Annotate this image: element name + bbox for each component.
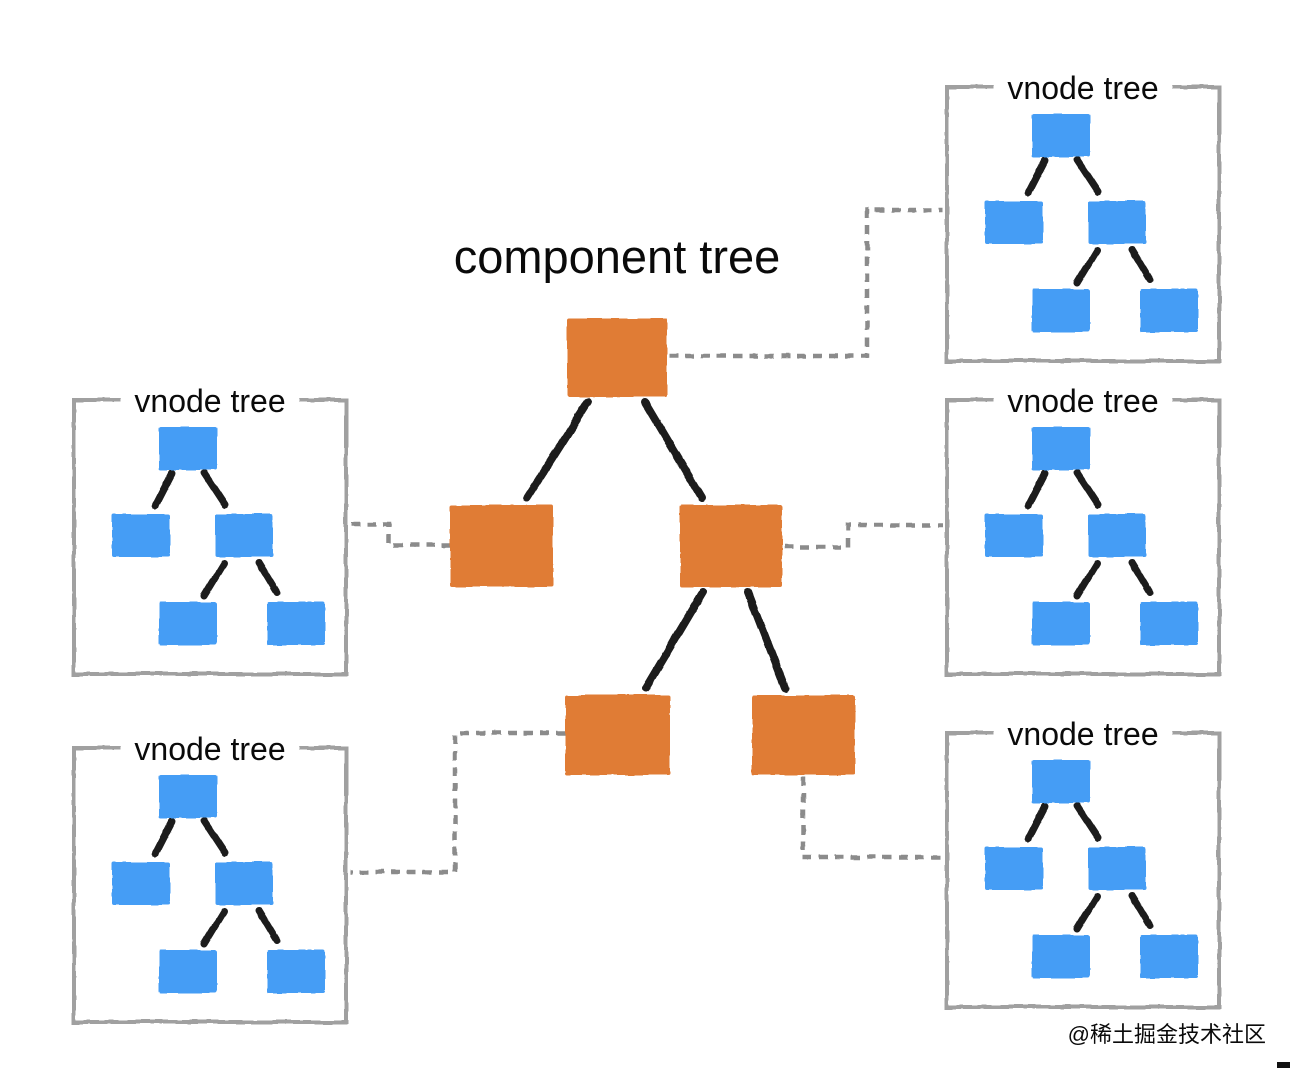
vnode-box-title: vnode tree (134, 383, 285, 419)
component-tree-edge (641, 398, 706, 502)
vnode-tree-instance (74, 381, 346, 674)
vnode-box-title: vnode tree (134, 731, 285, 767)
watermark: @稀土掘金技术社区 (1068, 1022, 1266, 1047)
vnode-tree-instance (74, 729, 346, 1022)
vnode-box-middle-right: vnode tree (947, 381, 1219, 674)
vnode-box-top-right: vnode tree (947, 68, 1219, 361)
component-node-grandchild-left (565, 695, 670, 775)
component-node-grandchild-right (752, 695, 855, 775)
connector-left-child-to-middle-left-vnode (349, 521, 451, 548)
connector-right-child-to-middle-right-vnode (784, 522, 943, 550)
vnode-box-bottom-left: vnode tree (74, 729, 346, 1022)
connector-layer (349, 207, 943, 875)
vnode-tree-instance (947, 714, 1219, 1007)
vnode-tree-instance (947, 381, 1219, 674)
component-tree-edge (744, 588, 789, 692)
component-tree-edge (523, 398, 592, 502)
component-tree-nodes (450, 318, 855, 775)
vnode-tree-instance (947, 68, 1219, 361)
component-node-root (567, 318, 667, 397)
connector-grandchild-right-to-bottom-right-vnode (800, 777, 943, 860)
connector-grandchild-left-to-bottom-left-vnode (350, 730, 565, 875)
vnode-box-middle-left: vnode tree (74, 381, 346, 674)
connector-root-to-top-right-vnode (669, 207, 943, 359)
vnode-box-bottom-right: vnode tree (947, 714, 1219, 1007)
component-node-right-child (680, 505, 782, 587)
vnode-box-title: vnode tree (1007, 716, 1158, 752)
vnode-box-title: vnode tree (1007, 70, 1158, 106)
vnode-box-title: vnode tree (1007, 383, 1158, 419)
component-tree-edge (642, 588, 707, 692)
corner-artifact (1277, 1062, 1290, 1068)
component-tree-edges (523, 398, 789, 692)
component-tree-title: component tree (454, 230, 781, 283)
component-node-left-child (450, 505, 553, 587)
component-tree: component tree (450, 230, 855, 775)
